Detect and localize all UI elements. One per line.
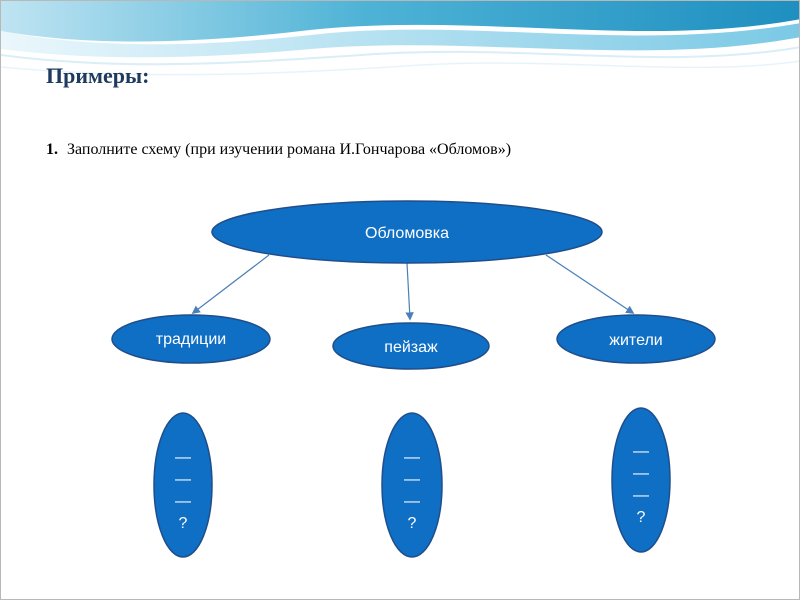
branch-node-landscape: пейзаж — [333, 323, 489, 369]
blank-line: — — [404, 471, 420, 488]
blank-line: — — [633, 487, 649, 504]
blank-line: — — [175, 449, 191, 466]
blank-answer-oval-landscape: — — — ? — [382, 413, 442, 557]
blank-line: — — [175, 471, 191, 488]
branch-node-label: пейзаж — [384, 339, 438, 356]
branch-node-label: традиции — [156, 331, 226, 348]
connector-arrow-traditions — [193, 255, 269, 313]
blank-answer-oval-traditions: — — — ? — [154, 413, 212, 557]
root-node-label: Обломовка — [365, 225, 449, 242]
blank-question-mark: ? — [637, 509, 646, 526]
branch-node-traditions: традиции — [112, 315, 270, 363]
blank-question-mark: ? — [408, 515, 417, 532]
blank-line: — — [633, 443, 649, 460]
blank-answer-oval-inhabitants: — — — ? — [612, 408, 670, 552]
branch-node-label: жители — [609, 332, 662, 349]
blank-line: — — [633, 465, 649, 482]
blank-question-mark: ? — [179, 515, 188, 532]
blank-line: — — [404, 493, 420, 510]
branch-node-inhabitants: жители — [557, 315, 715, 363]
root-node: Обломовка — [212, 201, 602, 263]
connector-arrow-landscape — [407, 263, 410, 319]
blank-line: — — [175, 493, 191, 510]
blank-line: — — [404, 449, 420, 466]
connector-arrow-inhabitants — [546, 255, 633, 313]
